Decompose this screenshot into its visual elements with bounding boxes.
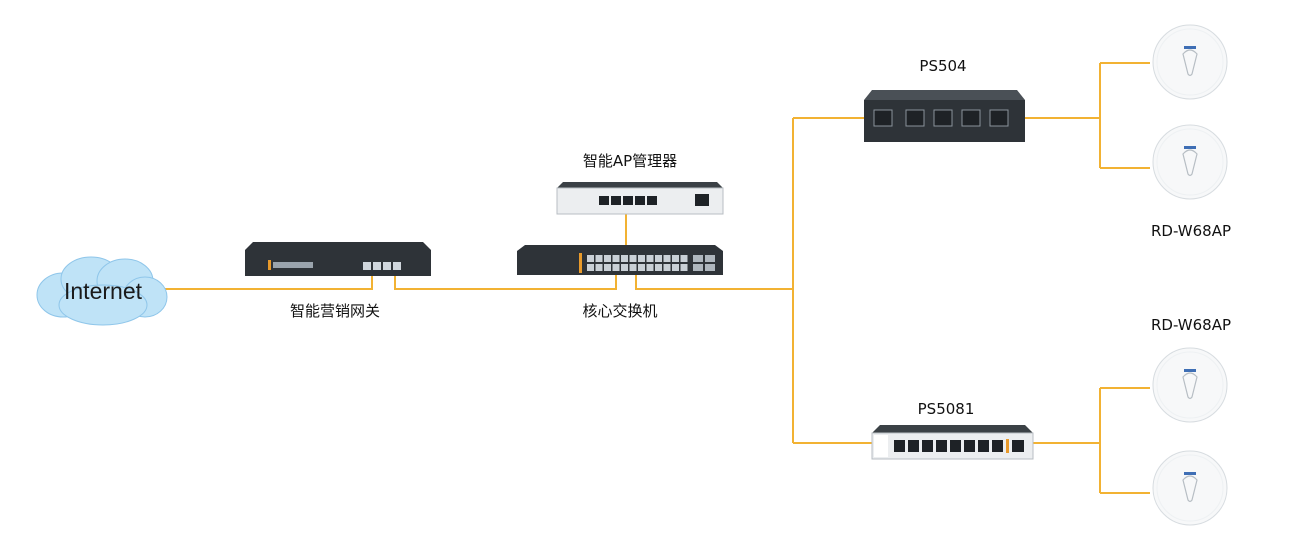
internet-label: Internet <box>64 278 143 304</box>
poe-switch-icon <box>864 90 1025 142</box>
link-gateway-core <box>394 270 617 290</box>
link-ps504-aps <box>1024 62 1150 169</box>
core-switch-icon <box>517 245 723 275</box>
access-point-icon <box>1152 24 1228 100</box>
gateway-label: 智能营销网关 <box>289 302 381 320</box>
ap-group-bottom-label: RD-W68AP <box>1150 316 1232 334</box>
access-point-icon <box>1152 124 1228 200</box>
gateway-icon <box>245 242 431 276</box>
ap-manager-label: 智能AP管理器 <box>582 152 678 170</box>
link-ps5081-aps <box>1032 387 1150 494</box>
cloud-icon: Internet <box>36 256 168 326</box>
core-switch-label: 核心交换机 <box>582 302 658 320</box>
link-internet-gateway <box>160 272 373 290</box>
ap-controller-icon <box>556 182 724 215</box>
access-point-icon <box>1152 450 1228 526</box>
ap-group-top-label: RD-W68AP <box>1150 222 1232 240</box>
access-point-icon <box>1152 347 1228 423</box>
poe-switch-icon <box>871 425 1034 460</box>
ps504-label: PS504 <box>919 57 967 75</box>
ps5081-label: PS5081 <box>917 400 975 418</box>
link-core-trunk <box>635 270 793 290</box>
